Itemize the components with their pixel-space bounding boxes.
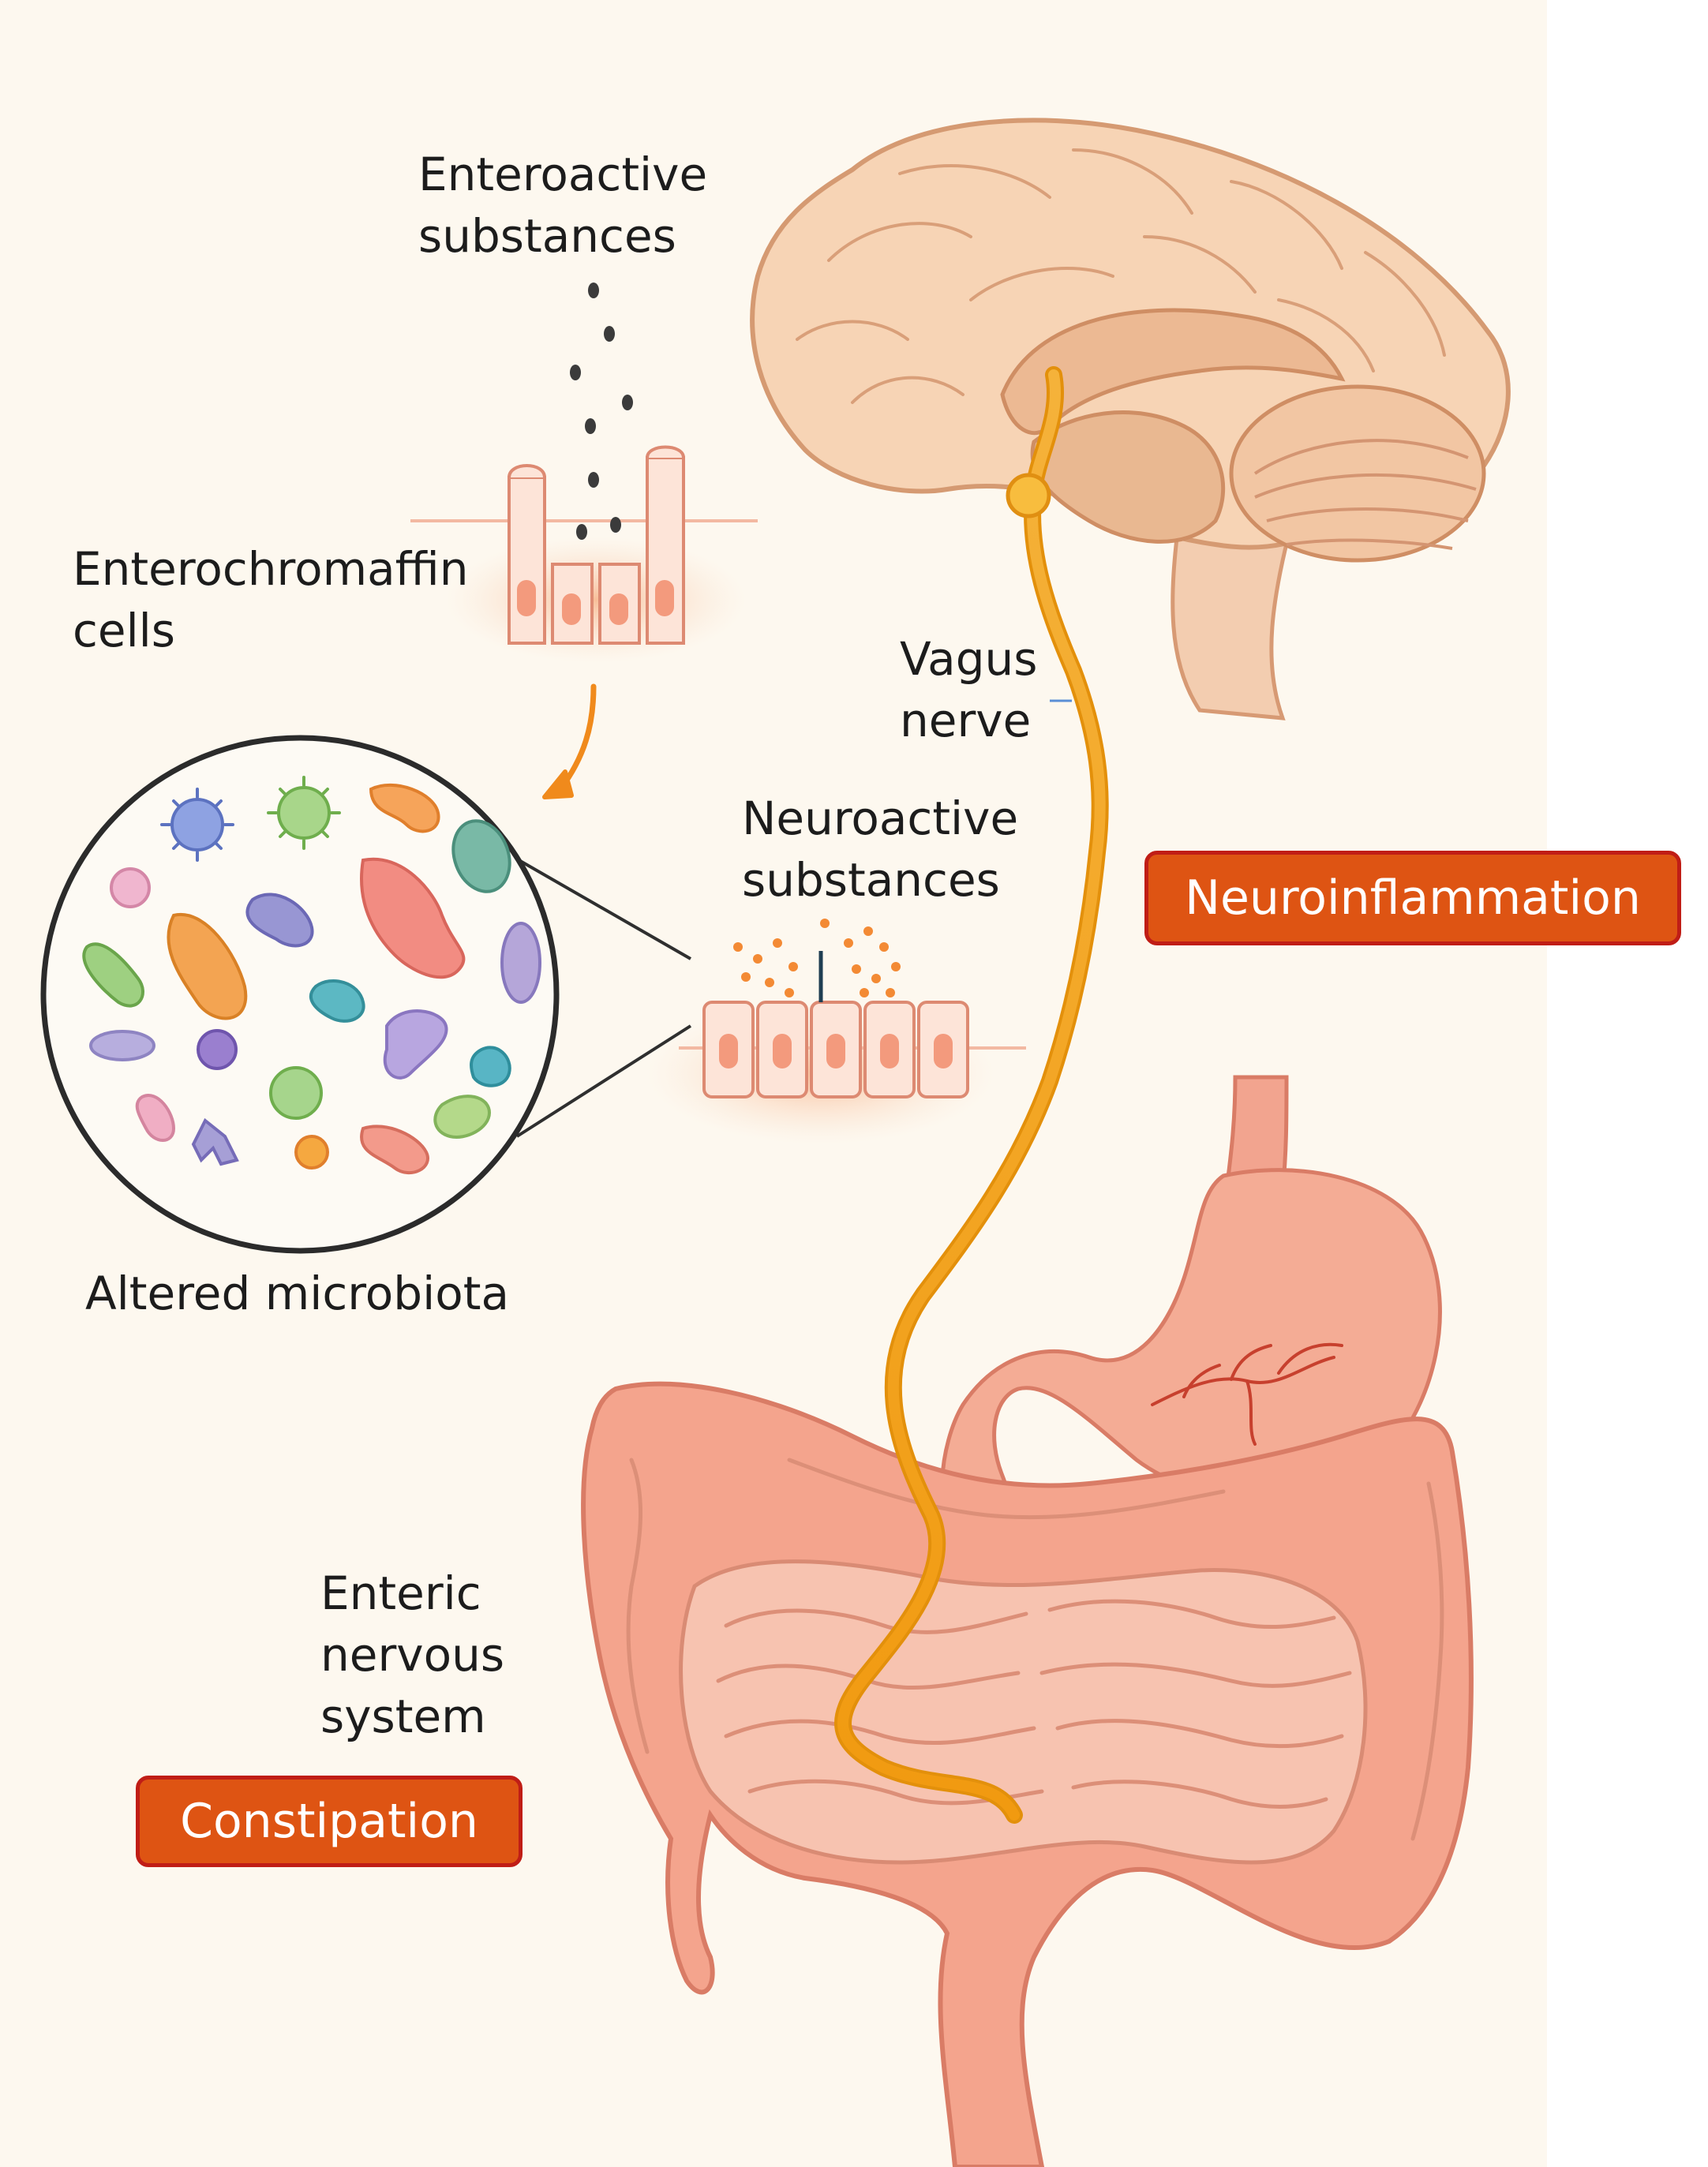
vagus-ganglion xyxy=(1006,473,1051,518)
enteric-line-3: system xyxy=(320,1690,486,1743)
enterochromaffin-cells xyxy=(410,283,758,799)
neuroactive-substances-label: Neuroactive substances xyxy=(742,788,1018,911)
neuroinflammation-badge: Neuroinflammation xyxy=(1144,851,1681,945)
enteric-nervous-system-label: Enteric nervous system xyxy=(320,1563,504,1747)
enterochromaffin-cells-label: Enterochromaffin cells xyxy=(73,538,468,661)
vagus-nerve-label: Vagus nerve xyxy=(900,628,1038,751)
altered-microbiota-label: Altered microbiota xyxy=(85,1267,509,1320)
stomach-vessels xyxy=(1151,1342,1343,1446)
enteroactive-line-2: substances xyxy=(418,209,676,263)
vagus-line-1: Vagus xyxy=(900,632,1038,686)
enteroactive-line-1: Enteroactive xyxy=(418,148,708,201)
brain-illustration xyxy=(750,118,1511,720)
enteroactive-substances-label: Enteroactive substances xyxy=(418,144,707,267)
brainstem xyxy=(1171,511,1298,720)
gut-illustration xyxy=(581,1075,1474,2167)
cerebellum xyxy=(1229,384,1486,563)
brain-gyri xyxy=(796,148,1446,404)
small-intestine-area xyxy=(679,1559,1368,1865)
vagus-nerve-core xyxy=(837,369,1106,1821)
enteroactive-particles xyxy=(570,283,633,540)
neuroactive-line-1: Neuroactive xyxy=(742,792,1019,845)
bacteria xyxy=(82,776,541,1174)
vagus-line-2: nerve xyxy=(900,694,1032,747)
neuroactive-epithelium xyxy=(647,919,1026,1144)
enteric-line-1: Enteric xyxy=(320,1566,481,1620)
enteric-line-2: nervous xyxy=(320,1628,505,1682)
microbiota-magnifier xyxy=(40,735,692,1254)
enterochromaffin-line-1: Enterochromaffin xyxy=(73,542,469,596)
enterochromaffin-line-2: cells xyxy=(73,604,176,657)
neuroactive-particles xyxy=(733,919,901,997)
constipation-badge: Constipation xyxy=(136,1776,523,1867)
neuroactive-line-2: substances xyxy=(742,853,1000,907)
midbrain xyxy=(1030,410,1226,544)
